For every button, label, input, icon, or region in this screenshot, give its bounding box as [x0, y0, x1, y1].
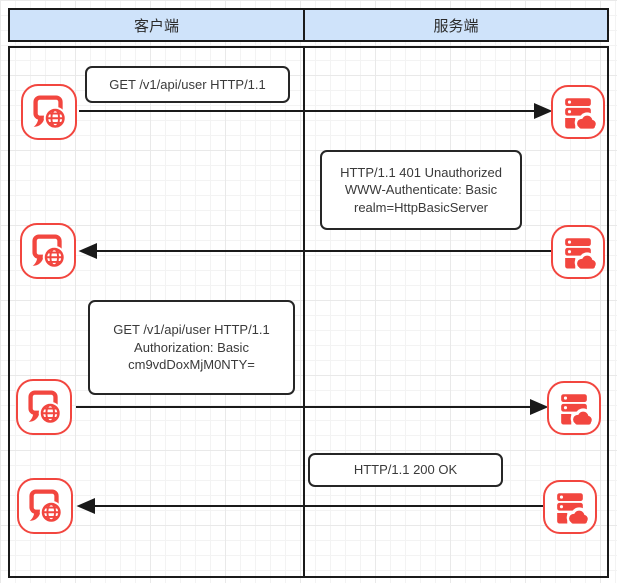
server-cloud-icon	[557, 493, 591, 525]
client-column-title: 客户端	[133, 17, 179, 35]
message-text: Authorization: Basic	[134, 339, 249, 355]
header-cell-client: 客户端	[8, 8, 305, 42]
header-cell-server: 服务端	[303, 8, 609, 42]
client-browser-icon	[32, 234, 66, 269]
message-text: cm9vdDoxMjM0NTY=	[128, 357, 255, 373]
message-text: GET /v1/api/user HTTP/1.1	[109, 76, 266, 92]
column-divider	[303, 46, 305, 578]
server-node-2	[551, 225, 605, 279]
message-text: WWW-Authenticate: Basic	[344, 182, 498, 198]
client-browser-icon	[33, 95, 67, 130]
client-browser-icon	[28, 390, 62, 425]
server-cloud-icon	[561, 394, 595, 426]
message-box-200-response: HTTP/1.1 200 OK	[308, 453, 503, 487]
message-text: HTTP/1.1 401 Unauthorized	[340, 164, 502, 180]
message-box-401-response: HTTP/1.1 401 Unauthorized WWW-Authentica…	[320, 150, 522, 230]
client-node-1	[21, 84, 77, 140]
client-node-4	[17, 478, 73, 534]
server-cloud-icon	[565, 238, 599, 270]
server-node-4	[543, 480, 597, 534]
diagram-body-frame	[8, 46, 609, 578]
message-text: HTTP/1.1 200 OK	[353, 462, 458, 478]
client-node-2	[20, 223, 76, 279]
server-cloud-icon	[565, 98, 599, 130]
client-node-3	[16, 379, 72, 435]
server-column-title: 服务端	[433, 17, 479, 35]
message-text: realm=HttpBasicServer	[353, 199, 489, 215]
server-node-1	[551, 85, 605, 139]
message-text: GET /v1/api/user HTTP/1.1	[113, 322, 270, 338]
server-node-3	[547, 381, 601, 435]
message-box-request-auth: GET /v1/api/user HTTP/1.1 Authorization:…	[88, 300, 295, 395]
message-box-request-1: GET /v1/api/user HTTP/1.1	[85, 66, 290, 103]
client-browser-icon	[29, 489, 63, 524]
